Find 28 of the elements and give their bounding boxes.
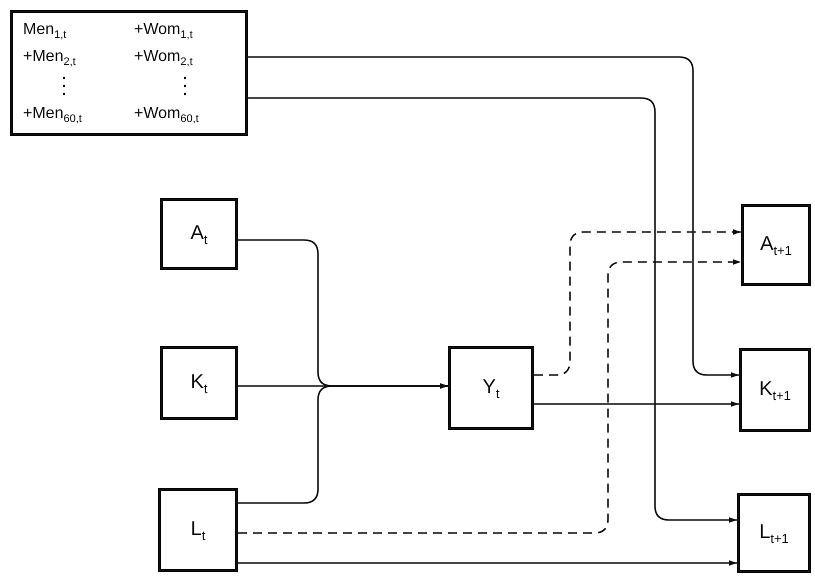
term-label: L$_{t}$: [190, 518, 206, 542]
term-label: Men$_{1,t}$: [23, 21, 66, 42]
arrow: [238, 383, 448, 504]
variable-box: [160, 198, 238, 270]
term-label: +Wom$_{60,t}$: [134, 104, 199, 125]
arrow: [248, 56, 739, 378]
variable-box: [739, 348, 811, 432]
term-label: K$_{t+1}$: [759, 378, 791, 402]
arrow: [534, 229, 741, 376]
term-label: +Men$_{60,t}$: [23, 104, 82, 125]
term-label: A$_{t+1}$: [760, 232, 792, 258]
term-label: +Wom$_{2,t}$: [134, 48, 193, 68]
variable-box: [741, 204, 811, 286]
term-label: Y$_{t}$: [482, 376, 500, 400]
arrow: [238, 560, 737, 566]
term-label: L$_{t+1}$: [759, 520, 789, 546]
variable-box: [737, 493, 811, 573]
arrow: [248, 97, 737, 523]
variable-box: [158, 488, 238, 572]
arrow: [238, 259, 741, 534]
variable-box: [160, 346, 238, 420]
variable-box: [448, 346, 534, 430]
term-label: A$_{t}$: [190, 222, 208, 246]
term-label: K$_{t}$: [190, 370, 208, 396]
term-label: +Wom$_{1,t}$: [134, 21, 193, 42]
arrow: [534, 401, 739, 407]
term-label: +Men$_{2,t}$: [23, 48, 76, 68]
population-box: [10, 10, 248, 136]
